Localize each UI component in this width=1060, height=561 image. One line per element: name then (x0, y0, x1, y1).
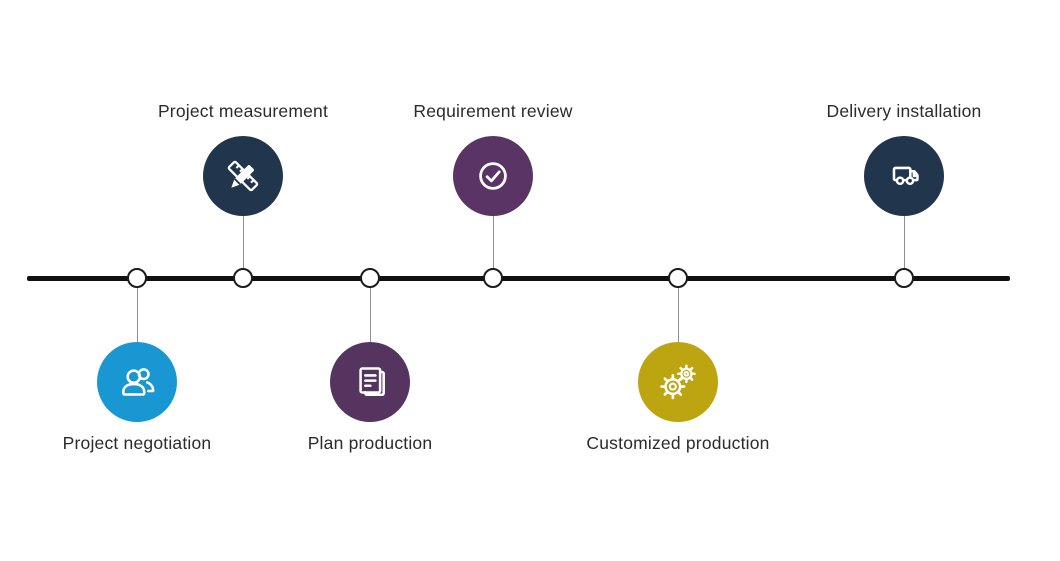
timeline-node (127, 268, 147, 288)
gears-icon (660, 364, 696, 400)
step-label: Project measurement (157, 101, 329, 121)
ruler-pencil-icon (227, 160, 259, 192)
connector-line (677, 288, 679, 343)
timeline-node (894, 268, 914, 288)
connector-line (136, 288, 138, 343)
timeline-node (233, 268, 253, 288)
delivery-installation-circle (864, 136, 944, 216)
timeline-node (360, 268, 380, 288)
step-label: Requirement review (413, 101, 573, 121)
step-label: Delivery installation (826, 101, 982, 121)
step-label: Project negotiation (62, 433, 212, 453)
plan-production-circle (330, 342, 410, 422)
users-icon (122, 368, 155, 396)
requirement-review-circle (453, 136, 533, 216)
connector-line (242, 215, 244, 268)
timeline-node (668, 268, 688, 288)
project-measurement-circle (203, 136, 283, 216)
connector-line (369, 288, 371, 343)
customized-production-circle (638, 342, 718, 422)
check-circle-icon (479, 162, 507, 190)
timeline-node (483, 268, 503, 288)
document-icon (359, 367, 385, 397)
connector-line (903, 215, 905, 268)
timeline-line (27, 276, 1010, 281)
truck-icon (892, 166, 919, 186)
project-negotiation-circle (97, 342, 177, 422)
connector-line (492, 215, 494, 268)
step-label: Plan production (307, 433, 433, 453)
step-label: Customized production (586, 433, 770, 453)
